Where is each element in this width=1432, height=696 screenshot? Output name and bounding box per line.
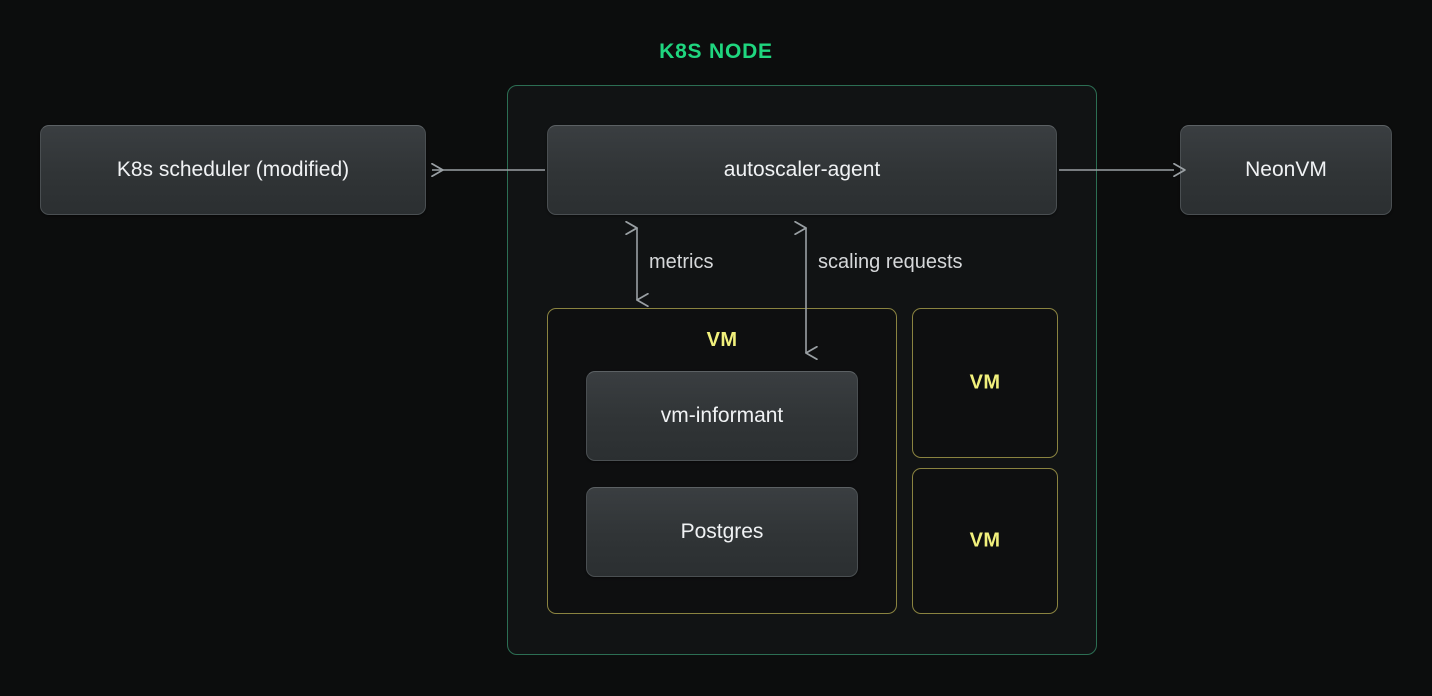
postgres-label: Postgres <box>680 520 764 543</box>
edge-label-scaling-requests: scaling requests <box>818 251 963 273</box>
page-title: K8S NODE <box>659 40 773 63</box>
postgres-box[interactable]: Postgres <box>586 487 858 577</box>
neonvm-label: NeonVM <box>1245 158 1327 181</box>
autoscaler-agent-box[interactable]: autoscaler-agent <box>547 125 1057 215</box>
neonvm-box[interactable]: NeonVM <box>1180 125 1392 215</box>
autoscaler-agent-label: autoscaler-agent <box>723 158 881 181</box>
vm-box-right-top[interactable]: VM <box>912 308 1058 458</box>
vm-main-label: VM <box>706 329 738 351</box>
vm-box-right-bottom[interactable]: VM <box>912 468 1058 614</box>
vm-informant-box[interactable]: vm-informant <box>586 371 858 461</box>
k8s-scheduler-box[interactable]: K8s scheduler (modified) <box>40 125 426 215</box>
k8s-scheduler-label: K8s scheduler (modified) <box>116 158 350 181</box>
edge-label-metrics: metrics <box>649 251 714 273</box>
vm-informant-label: vm-informant <box>660 404 784 427</box>
vm-right-top-label: VM <box>969 371 1001 394</box>
vm-right-bottom-label: VM <box>969 529 1001 552</box>
